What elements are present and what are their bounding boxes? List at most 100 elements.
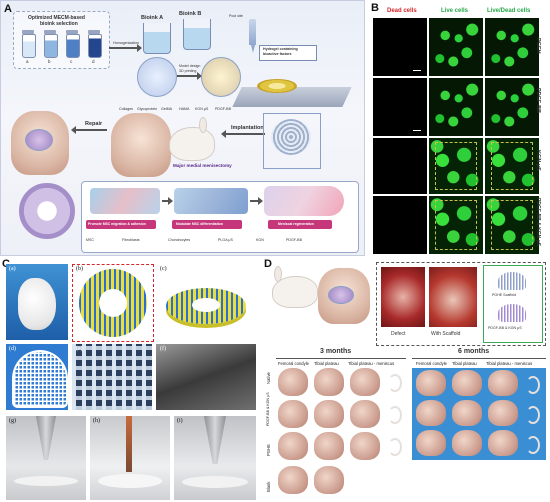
image-g-printing — [6, 416, 86, 500]
migration-illustration — [90, 188, 160, 214]
joint-photo — [416, 430, 446, 456]
joint-photo — [314, 432, 344, 460]
arrow-icon — [109, 44, 142, 52]
printed-scaffold-disc — [257, 79, 297, 93]
image-a-meniscus-photo — [6, 264, 68, 340]
dashed-grid — [435, 142, 477, 190]
header-dead: Dead cells — [387, 8, 417, 14]
rabbit-ear-icon — [199, 117, 207, 133]
differentiation-illustration — [174, 188, 248, 214]
pool-site-label: Pool site — [229, 14, 243, 18]
row-label-pdgf: PDGF-BB — [535, 88, 541, 114]
surgery-box: Defect With Scaffold PGHE Scaffold PDGF-… — [376, 262, 546, 346]
legend-gelma: GelMA — [161, 107, 172, 111]
col-femoral-3m: Femoral condyle — [278, 361, 309, 366]
printed-model-circle — [201, 57, 241, 97]
combo-scaffold-icon — [498, 304, 526, 322]
repair-label: Repair — [85, 121, 103, 127]
meniscus-sample — [388, 438, 402, 456]
image-h-printing — [90, 416, 170, 500]
legend-chondrocytes: Chondrocytes — [168, 238, 191, 242]
implantation-label: Implantation — [231, 125, 264, 131]
step-badge-1: Promote MSC migration & adhesion — [86, 220, 156, 229]
meniscus-sample — [388, 374, 402, 392]
panel-label-d: D — [264, 258, 272, 270]
scale-bar — [413, 130, 421, 131]
meniscus-marker — [328, 286, 354, 304]
legend-msc: MSC — [86, 238, 94, 242]
col-tibial-3m: Tibial plateau — [314, 361, 339, 366]
hydrogel-box: Hydrogel containing bioactive factors — [259, 45, 317, 61]
joint-photo — [314, 400, 344, 428]
joint-photo — [314, 368, 344, 396]
homogenized-mix-circle — [137, 57, 177, 97]
image-c-scaffold-3d — [156, 264, 256, 340]
arrow-left-head-icon — [71, 126, 76, 134]
needle-icon — [126, 416, 132, 472]
panel-c-scaffold: C (a) (b) (c) (d) (e) (f) (g) (h) (i — [0, 258, 260, 502]
legend-pdgf-2: PDGF-BB — [286, 238, 302, 242]
row-native: Native — [266, 372, 271, 384]
scaffold-types-box: PGHE Scaffold PDGF-BB & KGN μS — [483, 265, 543, 343]
sublabel-f: (f) — [160, 346, 166, 352]
sublabel-c: (c) — [160, 266, 167, 272]
vial-label-c: c — [70, 59, 73, 64]
panel-label-c: C — [2, 258, 10, 270]
divider-6m — [412, 358, 546, 359]
meniscus-marker — [25, 129, 53, 151]
nozzle-icon — [204, 416, 226, 464]
meniscus-sample — [526, 436, 540, 454]
pghe-scaffold-label: PGHE Scaffold — [492, 293, 517, 297]
model-design-label: Model design — [179, 64, 201, 68]
header-live-dead: Live/Dead cells — [487, 8, 531, 14]
live-image-4 — [429, 196, 483, 254]
col-tibial-6m: Tibial plateau — [452, 361, 477, 366]
image-b-scaffold-model — [72, 264, 154, 342]
row-label-pgeh: PGEH — [535, 38, 541, 54]
image-f-sem — [156, 344, 256, 410]
hydrogel-text: Hydrogel containing — [263, 47, 298, 51]
col-tibial-meniscus-3m: Tibial plateau - meniscus — [348, 361, 395, 366]
joint-photo — [452, 370, 482, 396]
nozzle-icon — [36, 416, 56, 460]
image-d-printed-scaffold — [6, 344, 68, 410]
step-badge-2: Modulate MSC differentiation — [172, 220, 242, 229]
selection-text: bioink selection — [40, 21, 78, 27]
vial-label-a: a — [26, 59, 29, 64]
arrow-icon — [177, 72, 202, 80]
implanted-scaffold-icon — [271, 119, 311, 155]
step-text-2: Modulate MSC differentiation — [176, 222, 223, 226]
merged-image-3 — [485, 138, 539, 194]
with-scaffold-photo — [429, 267, 477, 327]
step-text-1: Promote MSC migration & adhesion — [88, 222, 146, 226]
print-bed — [98, 474, 162, 488]
dead-image-1 — [373, 18, 427, 76]
with-scaffold-label: With Scaffold — [431, 331, 461, 337]
legend-kgn: KGN μS — [195, 107, 209, 111]
live-image-1 — [429, 18, 483, 76]
joint-photo — [452, 430, 482, 456]
vial-d — [88, 34, 102, 58]
vial-cap-d — [88, 30, 100, 34]
scaffold-frame — [263, 113, 321, 169]
dead-image-4 — [373, 196, 427, 254]
panel-a-schematic: A Optimized MECM-based bioink selection … — [0, 0, 365, 256]
joint-photo — [416, 400, 446, 426]
meniscus-sample — [526, 376, 540, 394]
image-i-printing — [174, 416, 256, 500]
syringe-icon — [249, 19, 256, 45]
panel-d-in-vivo: D Defect With Scaffold PGHE Scaffold PDG… — [262, 258, 550, 502]
row-blank: Blank — [266, 481, 271, 492]
arrow-icon — [250, 197, 263, 205]
print-bed — [14, 476, 78, 486]
step-text-3: Meniscal regeneration — [278, 222, 314, 226]
sublabel-g: (g) — [9, 418, 16, 424]
step-badge-3: Meniscal regeneration — [268, 220, 332, 229]
defect-knee-illustration — [111, 113, 171, 177]
optimized-text: Optimized MECM-based — [28, 15, 85, 21]
joint-photo — [278, 400, 308, 428]
sublabel-b: (b) — [76, 266, 83, 272]
printed-lattice — [12, 350, 68, 408]
time-3-months: 3 months — [320, 348, 352, 355]
dashed-grid — [491, 142, 533, 190]
